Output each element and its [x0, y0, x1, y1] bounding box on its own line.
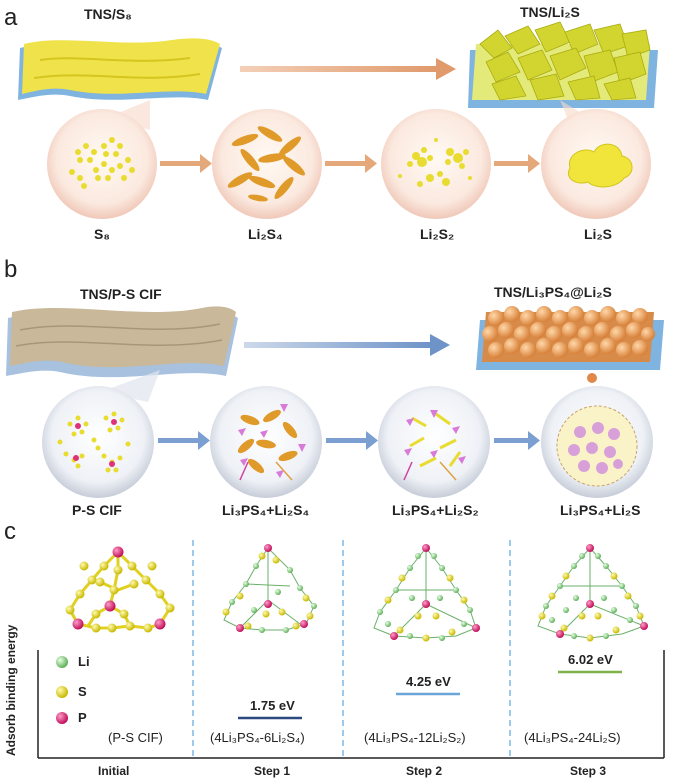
stage-b-label-4: Li₃PS₄+Li₂S: [560, 502, 641, 518]
panel-letter-b: b: [4, 256, 18, 283]
energy-label-step1: 1.75 eV: [250, 698, 295, 713]
x-label-step2: Step 2: [406, 764, 443, 778]
sheet-tns-li3ps4: [476, 306, 664, 370]
sheet-tns-li2s: [468, 21, 658, 108]
arrow-a-top: [240, 58, 456, 80]
bubble-a-2: [212, 109, 322, 219]
legend-p-label: P: [78, 710, 87, 725]
bubble-b-1: [42, 386, 154, 498]
legend-p-ball: [56, 712, 68, 724]
energy-label-step3: 6.02 eV: [568, 652, 613, 667]
arrows-b-small: [158, 431, 540, 450]
indicator-arrows: [239, 461, 457, 481]
title-tns-li3ps4-li2s: TNS/Li₃PS₄@Li₂S: [494, 284, 612, 300]
molecule-step2: [373, 544, 480, 642]
bubble-a-3: [381, 109, 491, 219]
x-label-initial: Initial: [98, 764, 130, 778]
bubble-b-3: [378, 386, 490, 498]
panel-letter-a: a: [4, 4, 18, 31]
panel-letter-c: c: [4, 518, 16, 545]
molecule-initial: [65, 546, 175, 633]
stage-b-label-1: P-S CIF: [72, 502, 122, 518]
molecule-step1: [222, 544, 317, 633]
title-tns-ps-cif: TNS/P-S CIF: [80, 286, 162, 302]
li2s-blob: [568, 143, 633, 188]
stage-a-label-3: Li₂S₂: [420, 226, 455, 242]
legend-s-label: S: [78, 684, 87, 699]
title-tns-s8: TNS/S₈: [84, 6, 132, 22]
y-axis-label: Adsorb binding energy: [4, 624, 18, 756]
column-separators: [192, 540, 511, 758]
legend-s-ball: [56, 686, 68, 698]
x-label-step1: Step 1: [254, 764, 291, 778]
molecule-step3: [537, 544, 648, 642]
stage-a-label-4: Li₂S: [584, 226, 612, 242]
sheet-tns-s8: [18, 38, 222, 100]
caption-step2: (4Li₃PS₄-12Li₂S₂): [364, 730, 466, 745]
stage-b-label-2: Li₃PS₄+Li₂S₄: [222, 502, 310, 518]
title-tns-li2s: TNS/Li₂S: [520, 4, 580, 20]
arrow-b-top: [244, 334, 450, 356]
energy-axes: [37, 650, 665, 759]
caption-step3: (4Li₃PS₄-24Li₂S): [524, 730, 621, 745]
x-label-step3: Step 3: [570, 764, 607, 778]
energy-label-step2: 4.25 eV: [406, 674, 451, 689]
caption-step1: (4Li₃PS₄-6Li₂S₄): [210, 730, 305, 745]
legend-li-label: Li: [78, 654, 90, 669]
stage-b-label-3: Li₃PS₄+Li₂S₂: [392, 502, 479, 518]
arrows-a-small: [160, 154, 540, 173]
caption-initial: (P-S CIF): [108, 730, 163, 745]
legend-li-ball: [56, 656, 68, 668]
stage-a-label-2: Li₂S₄: [248, 226, 283, 242]
stage-a-label-1: S₈: [94, 226, 110, 242]
sheet-ps-cif: [6, 306, 238, 378]
li3ps4-li2s-cluster: [556, 405, 638, 487]
